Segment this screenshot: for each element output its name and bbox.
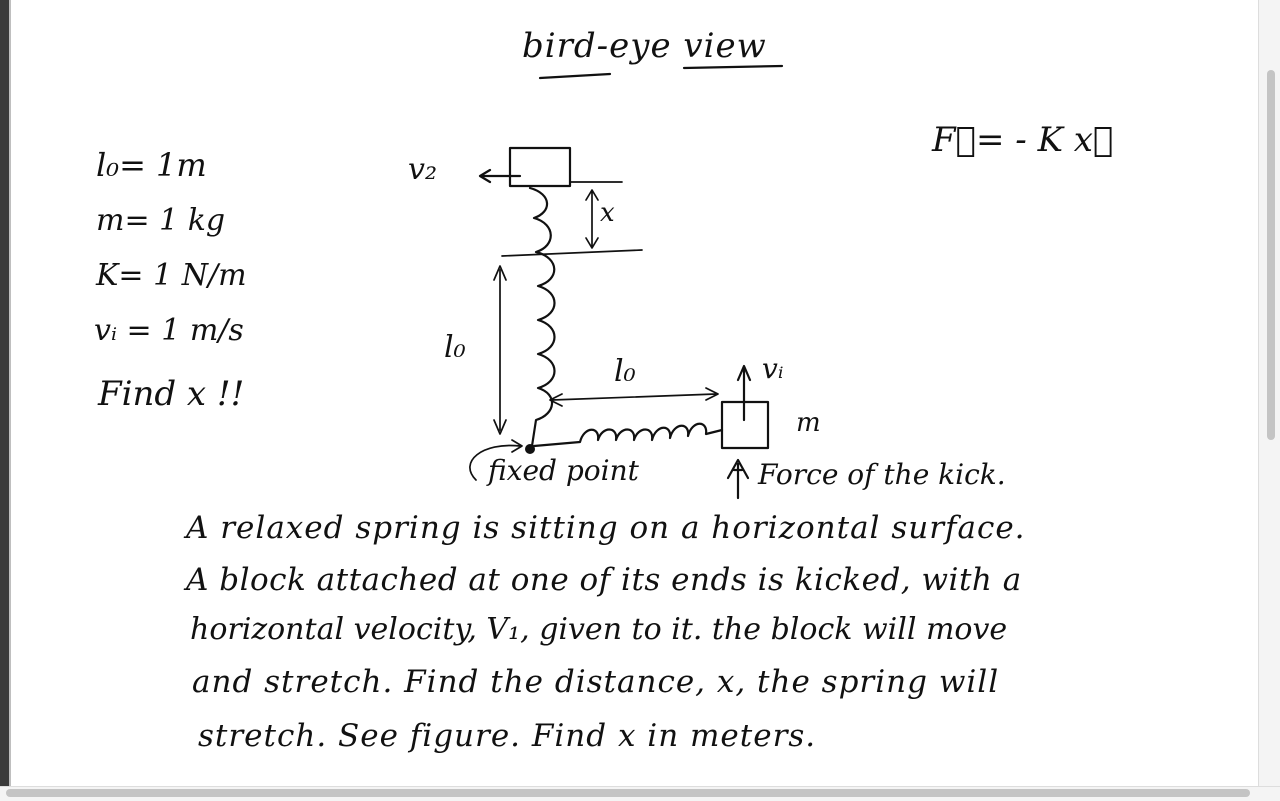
l0-vertical-label: l₀ xyxy=(444,330,466,365)
window-left-edge xyxy=(0,0,9,800)
horizontal-scrollbar-thumb[interactable] xyxy=(6,789,1250,797)
problem-line-1: A relaxed spring is sitting on a horizon… xyxy=(186,510,1026,546)
problem-line-3: horizontal velocity, V₁, given to it. th… xyxy=(190,612,1008,647)
given-rest-length: l₀= 1m xyxy=(96,146,207,184)
l0-horizontal-label: l₀ xyxy=(614,354,636,389)
hooke-law-formula: F⃗= - K x⃗ xyxy=(932,120,1114,160)
find-x-prompt: Find x !! xyxy=(98,374,245,414)
v2-label: v₂ xyxy=(408,152,437,187)
problem-line-5: stretch. See figure. Find x in meters. xyxy=(198,718,817,754)
rest-length-line xyxy=(501,249,643,257)
given-mass: m= 1 kg xyxy=(96,203,226,238)
v2-arrow xyxy=(478,168,522,184)
fixed-point-pointer xyxy=(469,439,523,481)
given-spring-constant: K= 1 N/m xyxy=(96,258,247,293)
problem-line-2: A block attached at one of its ends is k… xyxy=(186,562,1022,598)
block-final-position xyxy=(508,146,572,188)
fixed-point-dot xyxy=(525,444,535,454)
mass-label: m xyxy=(796,408,821,438)
window-left-edge-shadow xyxy=(9,0,11,800)
vertical-spring-coil xyxy=(528,186,556,448)
l0-horizontal-dimension xyxy=(549,387,719,407)
title-underline-left xyxy=(538,72,612,80)
x-dimension-arrow xyxy=(585,189,599,249)
horizontal-spring-coil xyxy=(532,422,724,448)
title-underline-right xyxy=(682,64,784,70)
l0-vertical-dimension xyxy=(493,265,507,435)
page-title: bird-eye view xyxy=(522,26,767,66)
problem-line-4: and stretch. Find the distance, x, the s… xyxy=(192,664,1000,700)
vi-label: vᵢ xyxy=(762,352,784,385)
vertical-scrollbar-thumb[interactable] xyxy=(1267,70,1275,440)
given-initial-velocity: vᵢ = 1 m/s xyxy=(94,313,244,348)
x-label: x xyxy=(600,198,615,228)
fixed-point-label: fixed point xyxy=(488,454,639,487)
vi-arrow xyxy=(736,364,752,422)
kick-force-arrow xyxy=(726,458,750,500)
kick-force-label: Force of the kick. xyxy=(758,458,1006,491)
